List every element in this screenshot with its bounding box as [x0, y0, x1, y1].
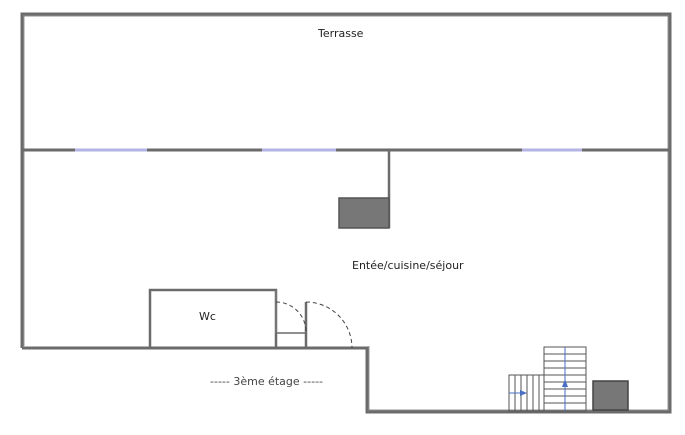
wc-room — [148, 288, 308, 350]
storage-block — [592, 380, 629, 411]
room-label-terrace: Terrasse — [318, 27, 364, 40]
stair-arrow-right-icon — [520, 390, 527, 396]
wc-door-swing — [275, 301, 307, 334]
room-label-wc: Wc — [199, 310, 216, 323]
outer-walls — [20, 12, 672, 414]
room-label-living: Entée/cuisine/séjour — [352, 259, 464, 272]
stairs — [508, 346, 587, 412]
level-label: ----- 3ème étage ----- — [210, 375, 324, 388]
entry-door-swing — [305, 301, 353, 349]
chimney-block — [338, 197, 390, 229]
door-swings — [275, 301, 353, 349]
outer-wall — [20, 12, 672, 414]
stair-arrow-up-icon — [562, 379, 568, 387]
